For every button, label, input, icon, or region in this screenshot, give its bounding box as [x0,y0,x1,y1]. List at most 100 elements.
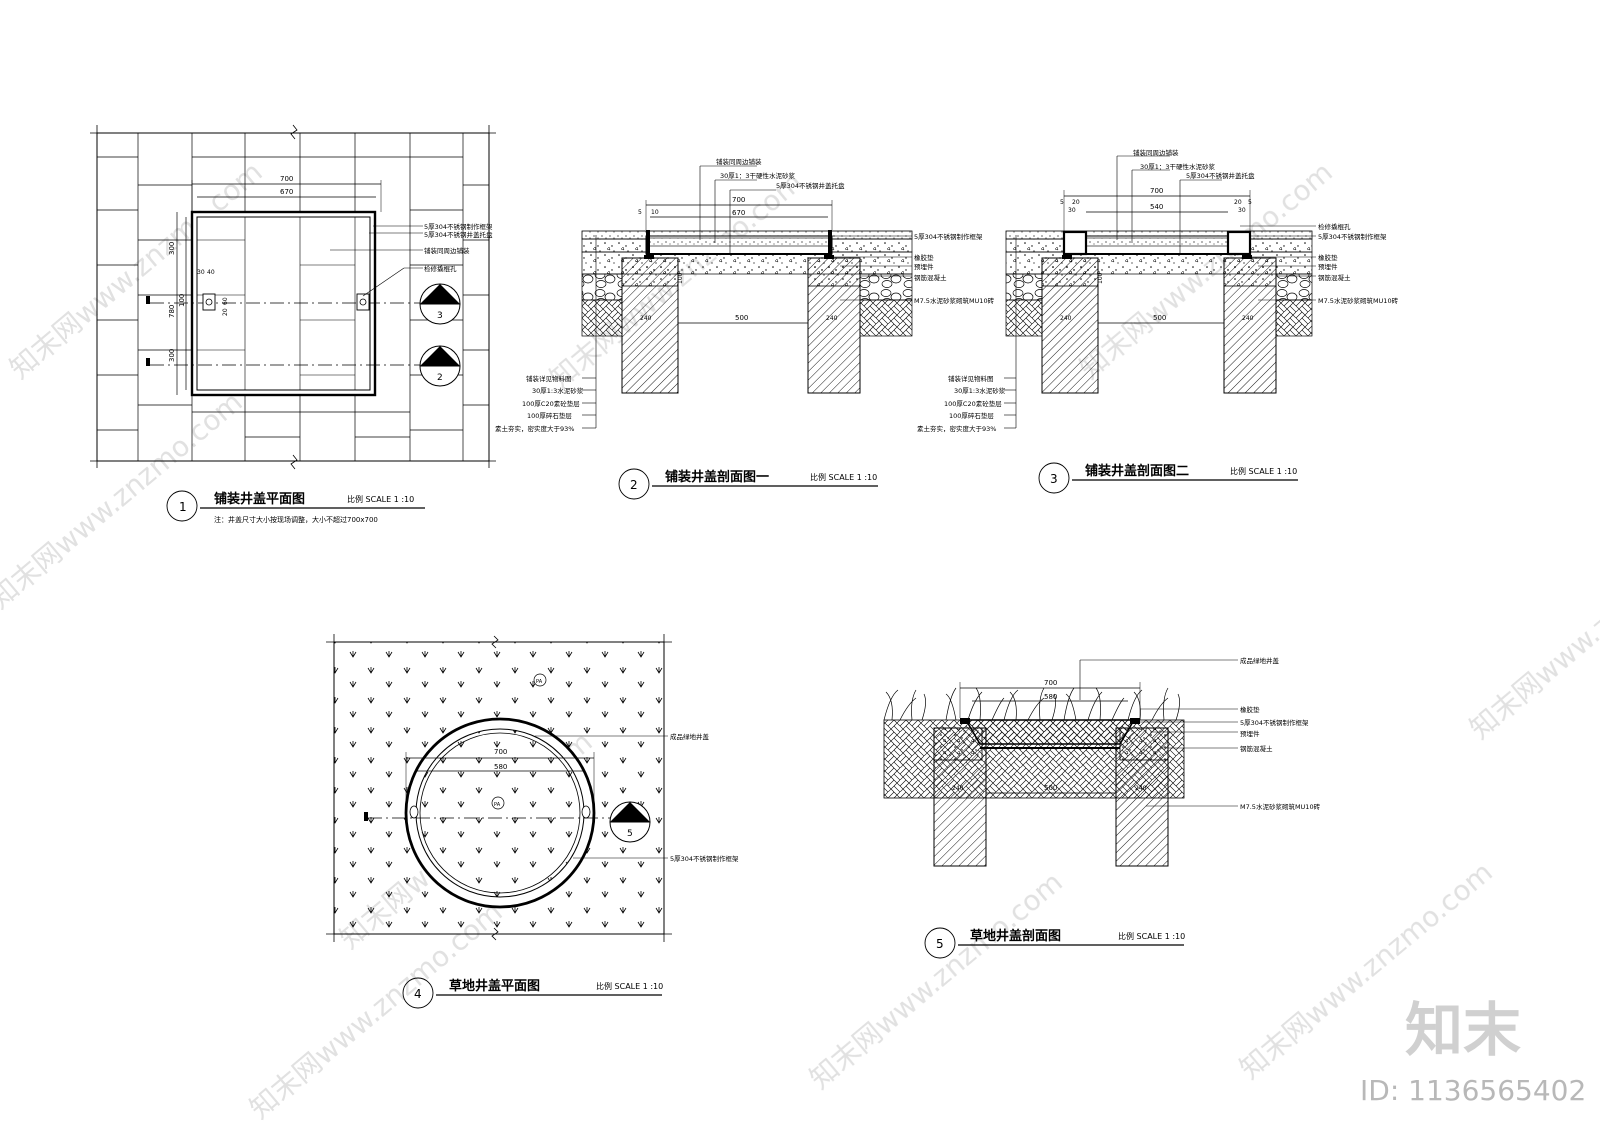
watermark-id: ID: 1136565402 [1360,1074,1586,1107]
d3-dim: 30 [1238,207,1246,214]
d1-dim: 30 [197,269,205,276]
d5-dim: 700 [1044,679,1057,687]
d5-dim: 580 [1044,693,1057,701]
d2-dim: 670 [732,209,745,217]
drawing-number: 1 [179,500,187,514]
d1-dim: 40 [207,269,215,276]
d2-dim: 240 [826,315,838,322]
drawing-scale: 比例 SCALE 1 :10 [1230,466,1297,476]
d2-left-label: 铺装详见物料图 [526,374,572,383]
d1-dim: 60 [222,297,229,305]
drawing-scale: 比例 SCALE 1 :10 [1118,931,1185,941]
d3-right-label: 检修撬棍孔 [1318,222,1351,231]
drawing-scale: 比例 SCALE 1 :10 [596,981,663,991]
d2-top-label: 铺装同周边铺装 [716,157,762,166]
d3-dim: 20 [1072,199,1080,206]
d3-top-label: 铺装同周边铺装 [1133,148,1179,157]
d1-dim: 300 [168,242,176,255]
drawing-note: 注：井盖尺寸大小按现场调整，大小不超过700x700 [214,515,378,524]
d5-label: 橡胶垫 [1240,705,1260,714]
d5-dim: 500 [1044,784,1057,792]
d1-dim: 700 [280,175,293,183]
drawing-scale: 比例 SCALE 1 :10 [347,494,414,504]
d2-left-label: 素土夯实，密实度大于93% [495,424,574,433]
d3-dim: 5 [1060,199,1064,206]
d3-dim: 240 [1060,315,1072,322]
d2-left-label: 100厚C20素砼垫层 [522,399,580,408]
d4-label: 5厚304不锈钢制作框架 [670,854,739,863]
d5-dim: 240 [952,785,964,792]
d1-dim: 780 [168,305,176,318]
d2-dim: 100 [677,272,684,284]
d3-top-label: 5厚304不锈钢井盖托盘 [1186,171,1255,180]
d5-label: 预埋件 [1240,729,1260,738]
d3-left-label: 100厚C20素砼垫层 [944,399,1002,408]
d3-left-label: 素土夯实，密实度大于93% [917,424,996,433]
d5-label: 钢筋混凝土 [1240,744,1273,753]
d2-top-label: 5厚304不锈钢井盖托盘 [776,181,845,190]
d3-dim: 700 [1150,187,1163,195]
drawing-number: 2 [630,478,638,492]
d3-right-label: M7.5水泥砂浆砌筑MU10砖 [1318,296,1399,305]
d2-dim: 240 [640,315,652,322]
watermark-text: 知末网www.znzmo.com [0,385,249,615]
watermark-logo: 知末 [1405,996,1521,1064]
d2-left-label: 30厚1:3水泥砂浆 [532,386,584,395]
d2-dim: 5 [638,209,642,216]
d1-label: 检修撬棍孔 [424,264,457,273]
d3-left-label: 铺装详见物料图 [948,374,994,383]
d2-left-label: 100厚碎石垫层 [527,411,572,420]
d1-dim: 100 [178,294,186,307]
drawing-title: 草地井盖平面图 [449,978,540,994]
d5-dim: 240 [1135,785,1147,792]
d3-right-label: 预埋件 [1318,262,1338,271]
d2-dim: 10 [651,209,659,216]
section-marker-label: 3 [437,311,443,321]
d3-dim: 240 [1242,315,1254,322]
d3-dim: 20 [1234,199,1242,206]
drawing-scale: 比例 SCALE 1 :10 [810,472,877,482]
section-marker-5: 5 [609,801,651,843]
d2-dim: 700 [732,196,745,204]
d4-dim: 580 [494,763,507,771]
d2-right-label: 预埋件 [914,262,934,271]
section-marker-label: 2 [437,373,443,383]
drawing-1-paving-plan: 700 670 300 780 100 300 30 40 20 60 5厚30… [90,124,496,524]
section-marker-3: 3 [419,283,461,325]
drawing-title: 铺装井盖剖面图二 [1085,463,1189,479]
section-marker-2: 2 [419,345,461,387]
d3-left-label: 30厚1:3水泥砂浆 [954,386,1006,395]
d1-dim: 670 [280,188,293,196]
d3-top-label: 30厚1：3干硬性水泥砂浆 [1140,162,1216,171]
d3-dim: 5 [1248,199,1252,206]
d1-label: 铺装同周边铺装 [424,246,470,255]
drawing-number: 4 [414,987,422,1001]
drawing-number: 3 [1050,472,1058,486]
section-marker-label: 5 [627,829,633,839]
d1-dim: 300 [168,349,176,362]
d1-label: 5厚304不锈钢制作框架 [424,222,493,231]
d2-right-label: 5厚304不锈钢制作框架 [914,232,983,241]
d3-dim: 100 [1097,272,1104,284]
plant-tag: PA [536,679,543,685]
drawing-title: 草地井盖剖面图 [970,928,1061,944]
watermark-text: 知末网www.znzmo.com [803,865,1068,1095]
d1-label: 5厚304不锈钢井盖托盘 [424,230,493,239]
d2-right-label: 橡胶垫 [914,253,934,262]
d3-dim: 540 [1150,203,1163,211]
drawing-4-grass-plan: PA PA 700 580 成品绿地井盖 5厚304不锈钢制作框架 5 4 草地… [326,634,739,1009]
drawing-5-grass-section: 700 580 500 240 240 成品绿地井盖 橡胶垫 5厚304不锈钢制… [883,656,1321,959]
d2-right-label: M7.5水泥砂浆砌筑MU10砖 [914,296,995,305]
watermark-text: 知末网www.znzmo.com [1463,515,1600,745]
d1-dim: 20 [222,308,229,316]
d2-top-label: 30厚1：3干硬性水泥砂浆 [720,171,796,180]
d3-left-label: 100厚碎石垫层 [949,411,994,420]
d3-right-label: 橡胶垫 [1318,253,1338,262]
drawing-number: 5 [936,937,944,951]
plant-tag: PA [494,802,501,808]
d3-dim: 500 [1153,314,1166,322]
drawing-number-circle [166,490,198,522]
d3-right-label: 钢筋混凝土 [1318,273,1351,282]
drawing-2-paving-section: 700 670 5 10 500 240 240 100 铺装同周边铺装 30厚… [495,157,995,500]
